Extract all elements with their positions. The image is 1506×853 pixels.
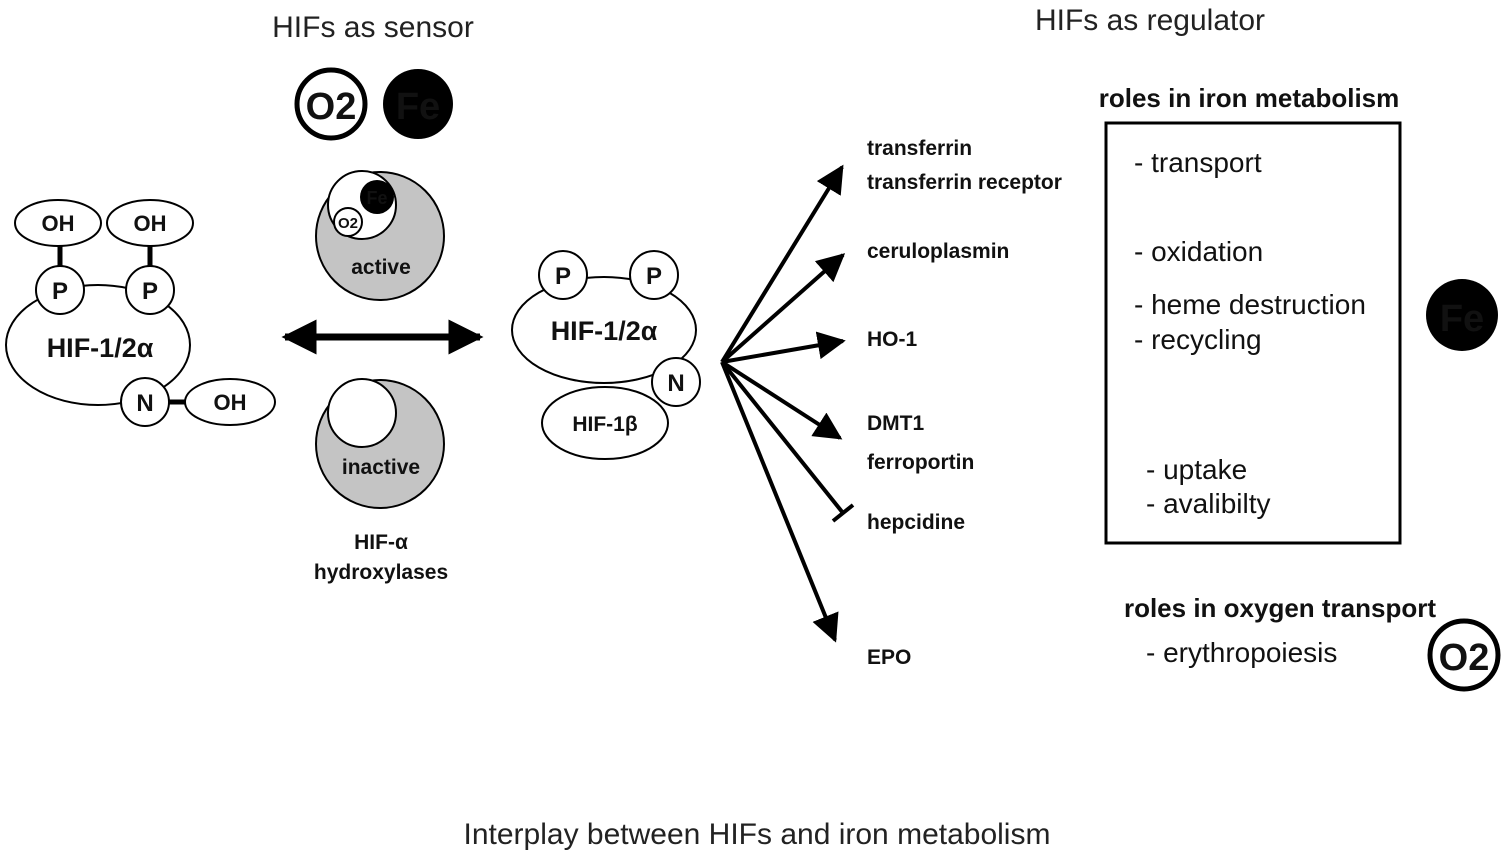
figure-caption: Interplay between HIFs and iron metaboli…: [464, 818, 1051, 851]
iron-roles-title: roles in iron metabolism: [1099, 83, 1400, 113]
inhibition-to-hepcidine: [720, 360, 845, 515]
target-ferroportin: ferroportin: [867, 451, 974, 474]
left-p-node-b: P: [125, 265, 175, 315]
hif-1-beta-label: HIF-1β: [572, 413, 638, 436]
role-oxidation: - oxidation: [1134, 236, 1263, 267]
o2-symbol: O2: [294, 67, 368, 141]
right-hif-alpha-label: HIF-1/2α: [551, 316, 658, 346]
svg-text:N: N: [136, 390, 153, 417]
iron-fe-symbol: Fe: [1426, 279, 1498, 351]
svg-text:OH: OH: [42, 211, 75, 236]
svg-text:OH: OH: [134, 211, 167, 236]
fe-symbol-label: Fe: [396, 86, 440, 128]
target-ho1: HO-1: [867, 328, 917, 351]
right-p-node-a: P: [538, 250, 588, 300]
right-p-node-b: P: [629, 250, 679, 300]
target-transferrin-receptor: transferrin receptor: [867, 171, 1062, 194]
hydroxylase-inactive: inactive: [315, 378, 445, 509]
hydroxylase-caption-line1: HIF-α: [354, 531, 408, 554]
svg-text:O2: O2: [1439, 637, 1490, 679]
right-n-node: N: [651, 357, 701, 407]
arrow-to-ho1: [721, 331, 846, 364]
oxygen-roles-title: roles in oxygen transport: [1124, 593, 1436, 623]
target-transferrin: transferrin: [867, 137, 972, 160]
arrow-to-transferrin: [720, 164, 844, 364]
target-dmt1: DMT1: [867, 412, 924, 435]
role-availability: - avalibilty: [1146, 488, 1270, 519]
role-uptake: - uptake: [1146, 454, 1247, 485]
target-ceruloplasmin: ceruloplasmin: [867, 240, 1009, 263]
left-oh-node-a: OH: [14, 199, 102, 247]
svg-text:OH: OH: [214, 390, 247, 415]
target-hepcidine: hepcidine: [867, 511, 965, 534]
left-hif-complex: HIF-1/2α OH OH P P N OH: [5, 199, 276, 427]
role-transport: - transport: [1134, 147, 1262, 178]
svg-text:N: N: [667, 370, 684, 397]
o2-symbol-label: O2: [306, 86, 357, 128]
oxygen-o2-symbol: O2: [1427, 618, 1501, 692]
active-fe-label: Fe: [366, 188, 387, 208]
target-epo: EPO: [867, 646, 911, 669]
left-oh-node-c: OH: [184, 378, 276, 426]
active-o2-label: O2: [338, 215, 358, 232]
left-hif-alpha-label: HIF-1/2α: [47, 333, 154, 363]
hepcidine-inhibition-bar: [831, 503, 855, 523]
svg-text:P: P: [52, 278, 68, 305]
arrow-to-dmt1: [720, 360, 843, 440]
arrow-to-epo: [720, 361, 839, 643]
left-p-node-a: P: [35, 265, 85, 315]
hydroxylase-active: Fe O2 active: [315, 170, 445, 301]
svg-text:P: P: [555, 263, 571, 290]
right-hif-complex: HIF-1β HIF-1/2α P P N: [511, 250, 701, 460]
svg-text:P: P: [142, 278, 158, 305]
role-erythropoiesis: - erythropoiesis: [1146, 637, 1337, 668]
role-heme-destruction: - heme destruction: [1134, 289, 1366, 320]
regulator-title: HIFs as regulator: [1035, 4, 1265, 37]
left-n-node: N: [120, 377, 170, 427]
fe-symbol: Fe: [383, 69, 453, 139]
svg-text:Fe: Fe: [1440, 298, 1484, 340]
left-oh-node-b: OH: [106, 199, 194, 247]
inactive-label: inactive: [342, 456, 420, 479]
svg-text:P: P: [646, 263, 662, 290]
role-recycling: - recycling: [1134, 324, 1262, 355]
target-arrows: [720, 164, 846, 643]
iron-roles-box: [1104, 121, 1402, 545]
active-label: active: [351, 256, 411, 279]
hydroxylase-caption-line2: hydroxylases: [314, 561, 448, 584]
arrow-to-ceruloplasmin: [720, 253, 846, 364]
sensor-title: HIFs as sensor: [272, 11, 474, 44]
